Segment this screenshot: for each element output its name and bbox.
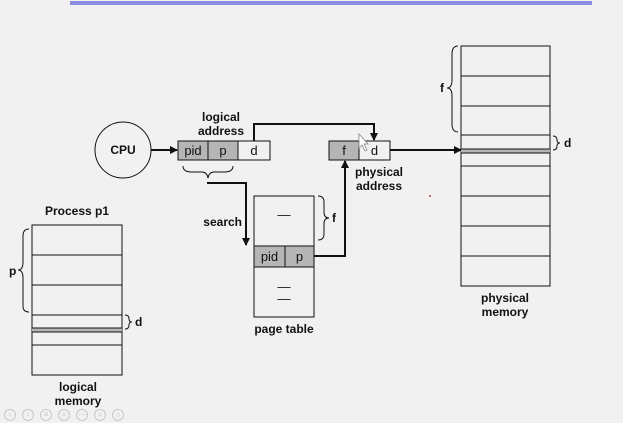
cpu-label: CPU bbox=[110, 143, 136, 157]
logical-d-cell: d bbox=[250, 143, 258, 158]
brace-physical-f bbox=[446, 45, 459, 133]
page-table-entry-mark-lower-1: — bbox=[277, 279, 291, 294]
stray-dot bbox=[429, 195, 431, 197]
page-table-pid-cell: pid bbox=[260, 249, 279, 264]
physical-memory-block bbox=[460, 45, 551, 287]
page-table-p-cell: p bbox=[295, 249, 304, 264]
process-title: Process p1 bbox=[44, 204, 110, 218]
arrow-search bbox=[207, 182, 250, 246]
logical-memory-label: logical memory bbox=[54, 380, 102, 408]
physical-address-title: physical address bbox=[354, 165, 404, 193]
page-table-f-label: f bbox=[332, 211, 336, 225]
physical-memory-d-label: d bbox=[564, 136, 572, 150]
arrow-offset-d bbox=[253, 123, 378, 141]
brace-logical-d bbox=[124, 314, 133, 330]
page-table-title: page table bbox=[254, 322, 314, 336]
brace-logical-p bbox=[17, 228, 30, 313]
nav-next-icon[interactable]: › bbox=[22, 409, 34, 421]
physical-memory-f-label: f bbox=[440, 81, 444, 95]
logical-memory-d-label: d bbox=[135, 315, 143, 329]
page-table-entry-mark-upper: — bbox=[277, 207, 291, 222]
page-table-entry-mark-lower-2: — bbox=[277, 291, 291, 306]
logical-p-cell: p bbox=[219, 143, 227, 158]
logical-address-box bbox=[177, 140, 271, 161]
nav-extra-icon[interactable]: ○ bbox=[112, 409, 124, 421]
nav-zoom-icon[interactable]: ⌕ bbox=[58, 409, 70, 421]
search-label: search bbox=[203, 215, 242, 229]
logical-memory-p-label: p bbox=[9, 264, 17, 278]
page-table bbox=[253, 195, 315, 318]
logical-address-title: logical address bbox=[197, 110, 245, 138]
nav-prev-icon[interactable]: ‹ bbox=[4, 409, 16, 421]
nav-end-icon[interactable]: » bbox=[94, 409, 106, 421]
logical-pid-cell: pid bbox=[184, 143, 202, 158]
nav-menu-icon[interactable]: ≡ bbox=[40, 409, 52, 421]
brace-physical-d bbox=[552, 135, 561, 151]
nav-options-icon[interactable]: ⋯ bbox=[76, 409, 88, 421]
physical-f-cell: f bbox=[342, 143, 346, 158]
slide-top-bar bbox=[70, 1, 592, 5]
brace-pid-p bbox=[182, 165, 234, 179]
logical-memory-block bbox=[31, 224, 123, 376]
physical-memory-label: physical memory bbox=[480, 291, 530, 319]
brace-page-table-f bbox=[317, 195, 330, 241]
arrow-frame-f bbox=[314, 160, 349, 257]
cursor-icon bbox=[358, 132, 369, 152]
physical-d-cell: d bbox=[370, 143, 379, 158]
